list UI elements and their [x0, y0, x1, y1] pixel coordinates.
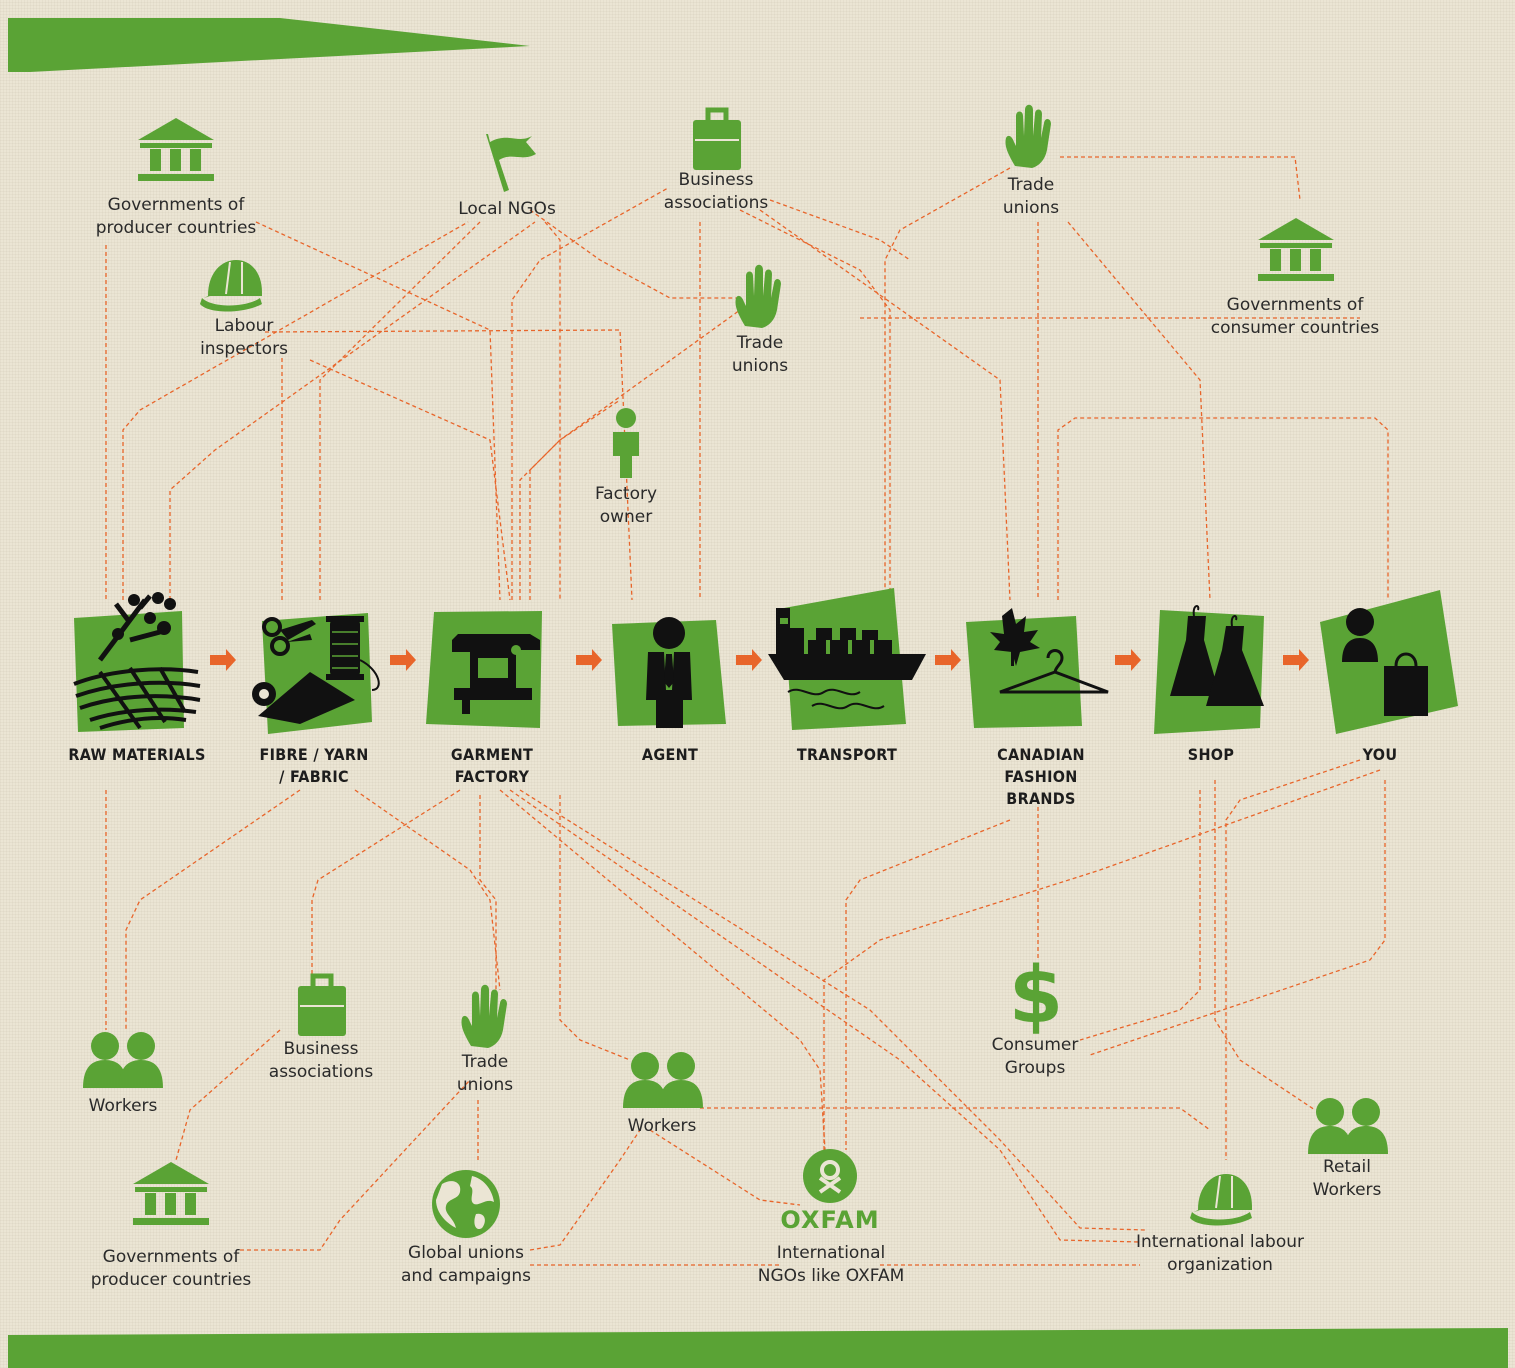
stage-label-fibre-yarn-fabric: FIBRE / YARN / FABRIC: [259, 745, 369, 786]
label-workers-mid: Workers: [627, 1116, 697, 1136]
trade-unions-top-mid-hand-icon: [735, 264, 781, 328]
stage-label-transport: TRANSPORT: [796, 745, 898, 764]
stage-shop-icon: [1154, 605, 1264, 734]
label-gov-producer-top: Governments of producer countries: [95, 195, 257, 238]
label-business-assoc-top: Business associations: [663, 170, 769, 213]
stage-label-you: YOU: [1362, 745, 1398, 764]
stage-agent-icon: [612, 617, 726, 728]
stage-transport-icon: [768, 588, 926, 730]
retail-workers-people-icon: [1308, 1098, 1388, 1154]
bottom-banner: [8, 1328, 1508, 1368]
label-business-assoc-bottom: Business associations: [268, 1039, 374, 1082]
local-ngos-flag-icon: [486, 134, 536, 192]
global-unions-globe-icon: [432, 1170, 500, 1238]
consumer-groups-dollar-icon: [1008, 951, 1064, 1041]
flow-arrows: [210, 649, 1309, 671]
gov-producer-bottom-bank-icon: [133, 1162, 209, 1225]
label-trade-unions-top-right: Trade unions: [1002, 175, 1060, 218]
label-gov-producer-bottom: Governments of producer countries: [90, 1247, 252, 1290]
trade-unions-bottom-hand-icon: [461, 984, 507, 1048]
stage-label-agent: AGENT: [641, 745, 699, 764]
stage-label-canadian-fashion-brands: CANADIAN FASHION BRANDS: [997, 745, 1085, 808]
labour-inspectors-helmet-icon: [199, 259, 263, 313]
label-intl-ngos: International NGOs like OXFAM: [757, 1243, 905, 1286]
gov-producer-top-bank-icon: [138, 118, 214, 181]
label-global-unions: Global unions and campaigns: [400, 1243, 532, 1286]
stage-label-garment-factory: GARMENT FACTORY: [450, 745, 534, 786]
label-factory-owner: Factory owner: [594, 484, 658, 527]
stage-label-raw-materials: RAW MATERIALS: [68, 745, 206, 764]
trade-unions-top-right-hand-icon: [1005, 104, 1051, 168]
workers-left-people-icon: [83, 1032, 163, 1088]
label-trade-unions-bottom: Trade unions: [456, 1052, 514, 1095]
stage-label-shop: SHOP: [1187, 745, 1235, 764]
ilo-helmet-icon: [1189, 1173, 1253, 1227]
label-workers-left: Workers: [88, 1096, 158, 1116]
label-ilo: International labour organization: [1136, 1232, 1304, 1275]
stage-canadian-fashion-brands-icon: [966, 608, 1109, 728]
gov-consumer-bank-icon: [1258, 218, 1334, 281]
stage-you-icon: [1320, 590, 1458, 734]
stage-raw-materials-icon: [73, 592, 201, 732]
oxfam-logo-text: OXFAM: [780, 1206, 880, 1234]
label-gov-consumer: Governments of consumer countries: [1210, 295, 1380, 338]
label-trade-unions-top-mid: Trade unions: [731, 333, 789, 376]
label-labour-inspectors: Labour inspectors: [200, 316, 288, 359]
label-local-ngos: Local NGOs: [458, 199, 556, 219]
stage-fibre-yarn-fabric-icon: [252, 613, 380, 734]
workers-mid-people-icon: [623, 1052, 703, 1108]
stage-garment-factory-icon: [426, 611, 542, 728]
factory-owner-person-icon: [613, 408, 639, 478]
top-banner: [8, 18, 530, 72]
label-consumer-groups: Consumer Groups: [991, 1035, 1079, 1078]
oxfam-logo-icon: [801, 1147, 859, 1205]
connector-lines: [105, 156, 1389, 1266]
label-retail-workers: Retail Workers: [1312, 1157, 1382, 1200]
business-assoc-bottom-briefcase-icon: [298, 976, 346, 1036]
business-assoc-top-briefcase-icon: [693, 110, 741, 170]
